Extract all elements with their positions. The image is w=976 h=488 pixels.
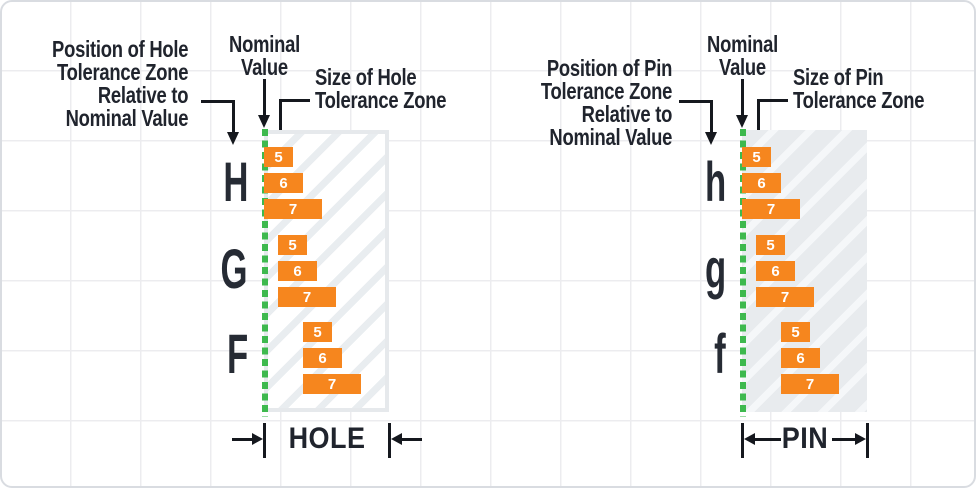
dimension-line — [399, 438, 422, 441]
nominal-connector-line — [741, 79, 744, 118]
hole-dimension-label: HOLE — [288, 422, 366, 455]
fit-letter-H: H — [222, 150, 248, 213]
tolerance-bar: 7 — [264, 199, 322, 219]
dimension-line — [754, 438, 781, 441]
label-line: Tolerance Zone — [56, 59, 189, 85]
arrow-down-icon — [704, 132, 717, 145]
dimension-tick — [866, 423, 869, 458]
pin-nominal-value-label: Nominal Value — [678, 33, 807, 79]
size-connector-line — [758, 99, 788, 102]
tolerance-bar: 5 — [264, 147, 293, 167]
dimension-line — [232, 438, 254, 441]
hole-panel: Position of Hole Tolerance Zone Relative… — [2, 2, 490, 486]
tolerance-bar: 6 — [278, 261, 317, 281]
label-line: Relative to — [97, 82, 189, 108]
tolerance-bar: 6 — [303, 348, 342, 368]
label-line: Tolerance Zone — [315, 87, 447, 113]
label-line: Position of Pin — [546, 55, 672, 81]
fit-letter-h: h — [704, 150, 726, 213]
position-connector-line — [709, 100, 713, 134]
nominal-connector-line — [263, 79, 266, 118]
tolerance-bar: 7 — [278, 287, 336, 307]
label-line: Value — [719, 54, 766, 80]
arrow-down-icon — [226, 132, 239, 145]
label-line: Nominal Value — [65, 105, 188, 131]
fit-letter-g: g — [704, 237, 726, 300]
hole-size-label: Size of Hole Tolerance Zone — [315, 64, 447, 113]
arrow-right-icon — [855, 433, 866, 445]
tolerance-bar: 5 — [278, 235, 307, 255]
label-line: Size of Pin — [793, 64, 884, 90]
arrow-right-icon — [252, 433, 263, 445]
label-line: Tolerance Zone — [540, 78, 673, 104]
position-connector-line — [679, 100, 712, 103]
tolerance-bar: 5 — [781, 322, 810, 342]
label-line: Position of Hole — [51, 36, 188, 62]
hole-position-label: Position of Hole Tolerance Zone Relative… — [52, 38, 188, 130]
fit-letter-G: G — [220, 237, 248, 300]
tolerance-bar: 5 — [756, 235, 785, 255]
label-line: Nominal — [707, 31, 778, 57]
dimension-line — [832, 438, 859, 441]
position-connector-line — [201, 100, 234, 103]
label-line: Nominal Value — [549, 124, 672, 150]
nominal-value-line — [739, 129, 746, 417]
tolerance-bar: 6 — [756, 261, 795, 281]
pin-position-label: Position of Pin Tolerance Zone Relative … — [540, 55, 673, 150]
tolerance-bar: 7 — [756, 287, 814, 307]
nominal-value-line — [261, 129, 268, 417]
label-line: Size of Hole — [315, 64, 417, 90]
fit-letter-f: f — [714, 322, 726, 385]
tolerance-bar: 6 — [781, 348, 820, 368]
arrow-down-icon — [258, 115, 270, 128]
pin-dimension-label: PIN — [781, 422, 829, 455]
arrow-left-icon — [744, 433, 755, 445]
tolerance-bar: 5 — [303, 322, 332, 342]
tolerance-bar: 6 — [264, 173, 303, 193]
size-connector-line — [756, 99, 760, 134]
pin-panel: Position of Pin Tolerance Zone Relative … — [480, 2, 968, 486]
tolerance-bar: 7 — [742, 199, 800, 219]
label-line: Tolerance Zone — [793, 87, 925, 113]
label-line: Value — [241, 54, 288, 80]
size-connector-line — [280, 99, 310, 102]
dimension-tick — [740, 423, 744, 458]
hole-nominal-value-label: Nominal Value — [200, 33, 329, 79]
dimension-tick — [388, 423, 391, 458]
fit-letter-F: F — [226, 322, 248, 385]
arrow-left-icon — [391, 433, 402, 445]
label-line: Relative to — [581, 101, 673, 127]
dimension-tick — [262, 423, 266, 458]
pin-size-label: Size of Pin Tolerance Zone — [793, 64, 925, 113]
tolerance-bar: 5 — [742, 147, 771, 167]
tolerance-bar: 6 — [742, 173, 781, 193]
size-connector-line — [278, 99, 282, 134]
tolerance-bar: 7 — [781, 374, 839, 394]
arrow-down-icon — [736, 115, 748, 128]
position-connector-line — [231, 100, 235, 134]
label-line: Nominal — [229, 31, 300, 57]
tolerance-bar: 7 — [303, 374, 361, 394]
